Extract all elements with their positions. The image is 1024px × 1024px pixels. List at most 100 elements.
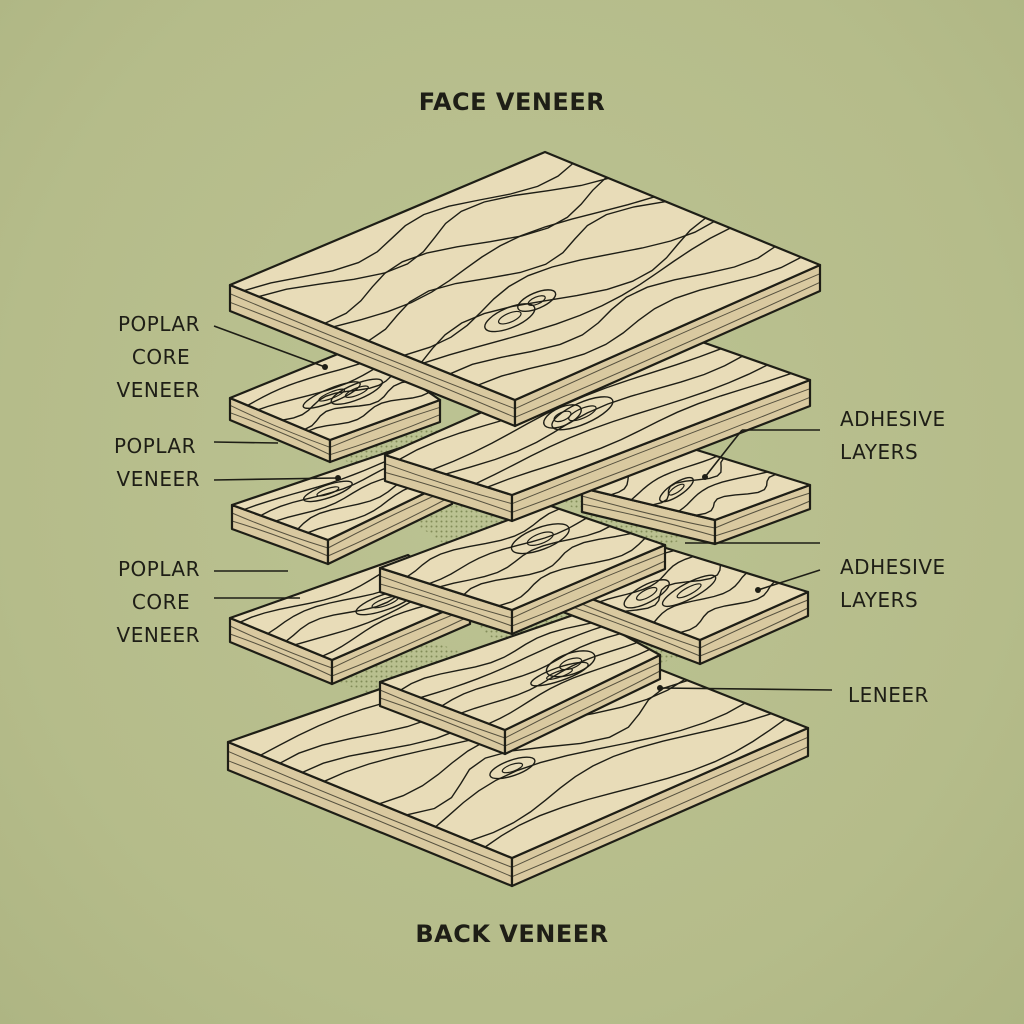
wood-grain-line — [434, 702, 746, 828]
edge-grain-line — [511, 396, 811, 513]
edge-grain-line — [699, 607, 809, 657]
wood-grain-line — [428, 517, 588, 585]
edge-grain-line — [229, 301, 516, 418]
wood-grain-line — [324, 176, 608, 324]
wood-grain-line — [694, 473, 777, 516]
edge-grain-line — [327, 495, 453, 557]
adhesive-patch — [330, 640, 480, 700]
label-poplar-veneer: POPLAR VENEER — [100, 430, 200, 496]
label-line: CORE — [131, 590, 191, 614]
edge-grain-line — [511, 552, 666, 619]
edge-grain-line — [581, 503, 716, 537]
wood-grain-line — [403, 220, 715, 356]
wood-knot-center — [635, 586, 658, 601]
wood-grain-line — [463, 532, 632, 596]
edge-grain-line — [229, 633, 333, 677]
edge-grain-line — [379, 583, 513, 627]
wood-knot — [530, 661, 589, 687]
core-strip-middle — [378, 503, 667, 636]
wood-knot — [551, 396, 614, 431]
wood-grain-line — [630, 455, 718, 501]
wood-grain-line — [243, 451, 408, 511]
edge-grain-line — [231, 512, 329, 549]
wood-knot-center — [316, 486, 340, 497]
wood-grain-line — [304, 380, 413, 431]
label-poplar-core-veneer-top: POPLAR CORE VENEER — [100, 308, 200, 407]
wood-grain-line — [469, 712, 773, 842]
wood-knot-center — [344, 385, 369, 398]
edge-grain-line — [504, 670, 661, 747]
leader-dot-3 — [702, 474, 708, 480]
wood-grain-line — [477, 256, 802, 386]
wood-grain-line — [419, 624, 607, 699]
wood-knot — [484, 303, 536, 333]
wood-grain-line — [486, 372, 792, 488]
leader-dot-2 — [335, 475, 341, 481]
wood-knot-center — [546, 668, 573, 680]
edge-grain-line — [514, 273, 821, 410]
edge-grain-line — [384, 463, 513, 505]
wood-grain-line — [405, 679, 689, 816]
wood-grain-line — [475, 364, 769, 485]
edge-grain-line — [511, 746, 809, 878]
edge-grain-line — [511, 736, 809, 868]
edge-grain-line — [229, 404, 331, 448]
wood-grain-line — [243, 162, 574, 292]
wood-knot-center — [676, 583, 702, 599]
label-line: LENEER — [848, 683, 929, 707]
label-line: CORE — [131, 345, 191, 369]
wood-grain-line — [484, 718, 787, 848]
wood-knot — [302, 480, 353, 503]
label-line: POPLAR — [117, 312, 200, 336]
leader-lines — [213, 325, 833, 691]
edge-grain-line — [329, 414, 441, 456]
edge-grain-line — [229, 412, 331, 456]
wood-grain-line — [460, 641, 638, 714]
edge-grain-line — [379, 575, 513, 619]
label-leneer: LENEER — [848, 679, 929, 712]
edge-grain-line — [231, 520, 329, 557]
wood-grain-line — [441, 632, 622, 707]
face-veneer-board — [228, 150, 822, 428]
label-line: VENEER — [116, 623, 200, 647]
wood-knot-center — [497, 310, 522, 325]
edge-grain-line — [379, 689, 506, 739]
edge-grain-line — [229, 293, 516, 410]
wood-grain-line — [598, 555, 695, 603]
wood-grain-line — [445, 355, 743, 475]
edge-grain-line — [229, 625, 333, 669]
wood-knot-center — [668, 483, 685, 496]
edge-grain-line — [581, 495, 716, 529]
leader-line-leneer — [659, 687, 833, 691]
label-line: POPLAR — [113, 434, 196, 458]
back-veneer-title: BACK VENEER — [415, 920, 609, 948]
core-strip-upper — [383, 328, 812, 523]
edge-grain-line — [379, 697, 506, 747]
leader-line-adhesive-1b — [704, 429, 743, 478]
wood-knot — [661, 574, 717, 608]
wood-grain-line — [247, 356, 379, 407]
edge-grain-line — [384, 471, 513, 513]
label-line: POPLAR — [117, 557, 200, 581]
wood-knot — [489, 756, 536, 780]
label-poplar-core-veneer-bottom: POPLAR CORE VENEER — [100, 553, 200, 652]
board-top-face — [228, 150, 822, 402]
leader-line-poplar-veneer-b — [213, 477, 339, 481]
label-adhesive-layers-bottom: ADHESIVE LAYERS — [840, 551, 946, 617]
edge-grain-line — [511, 560, 666, 627]
wood-grain-line — [257, 361, 386, 411]
wood-grain-line — [367, 200, 667, 342]
wood-grain-line — [307, 391, 430, 432]
label-line: VENEER — [116, 378, 200, 402]
veneer-boards — [226, 150, 822, 888]
leader-dot-5 — [657, 685, 663, 691]
wood-grain-line — [420, 217, 707, 363]
wood-grain-line — [678, 471, 769, 512]
face-veneer-title: FACE VENEER — [418, 88, 606, 116]
leader-dot-1 — [322, 364, 328, 370]
wood-grain-line — [332, 196, 655, 328]
label-line: VENEER — [116, 467, 200, 491]
leader-line-poplar-core-1 — [213, 325, 326, 368]
wood-knot — [302, 381, 361, 410]
